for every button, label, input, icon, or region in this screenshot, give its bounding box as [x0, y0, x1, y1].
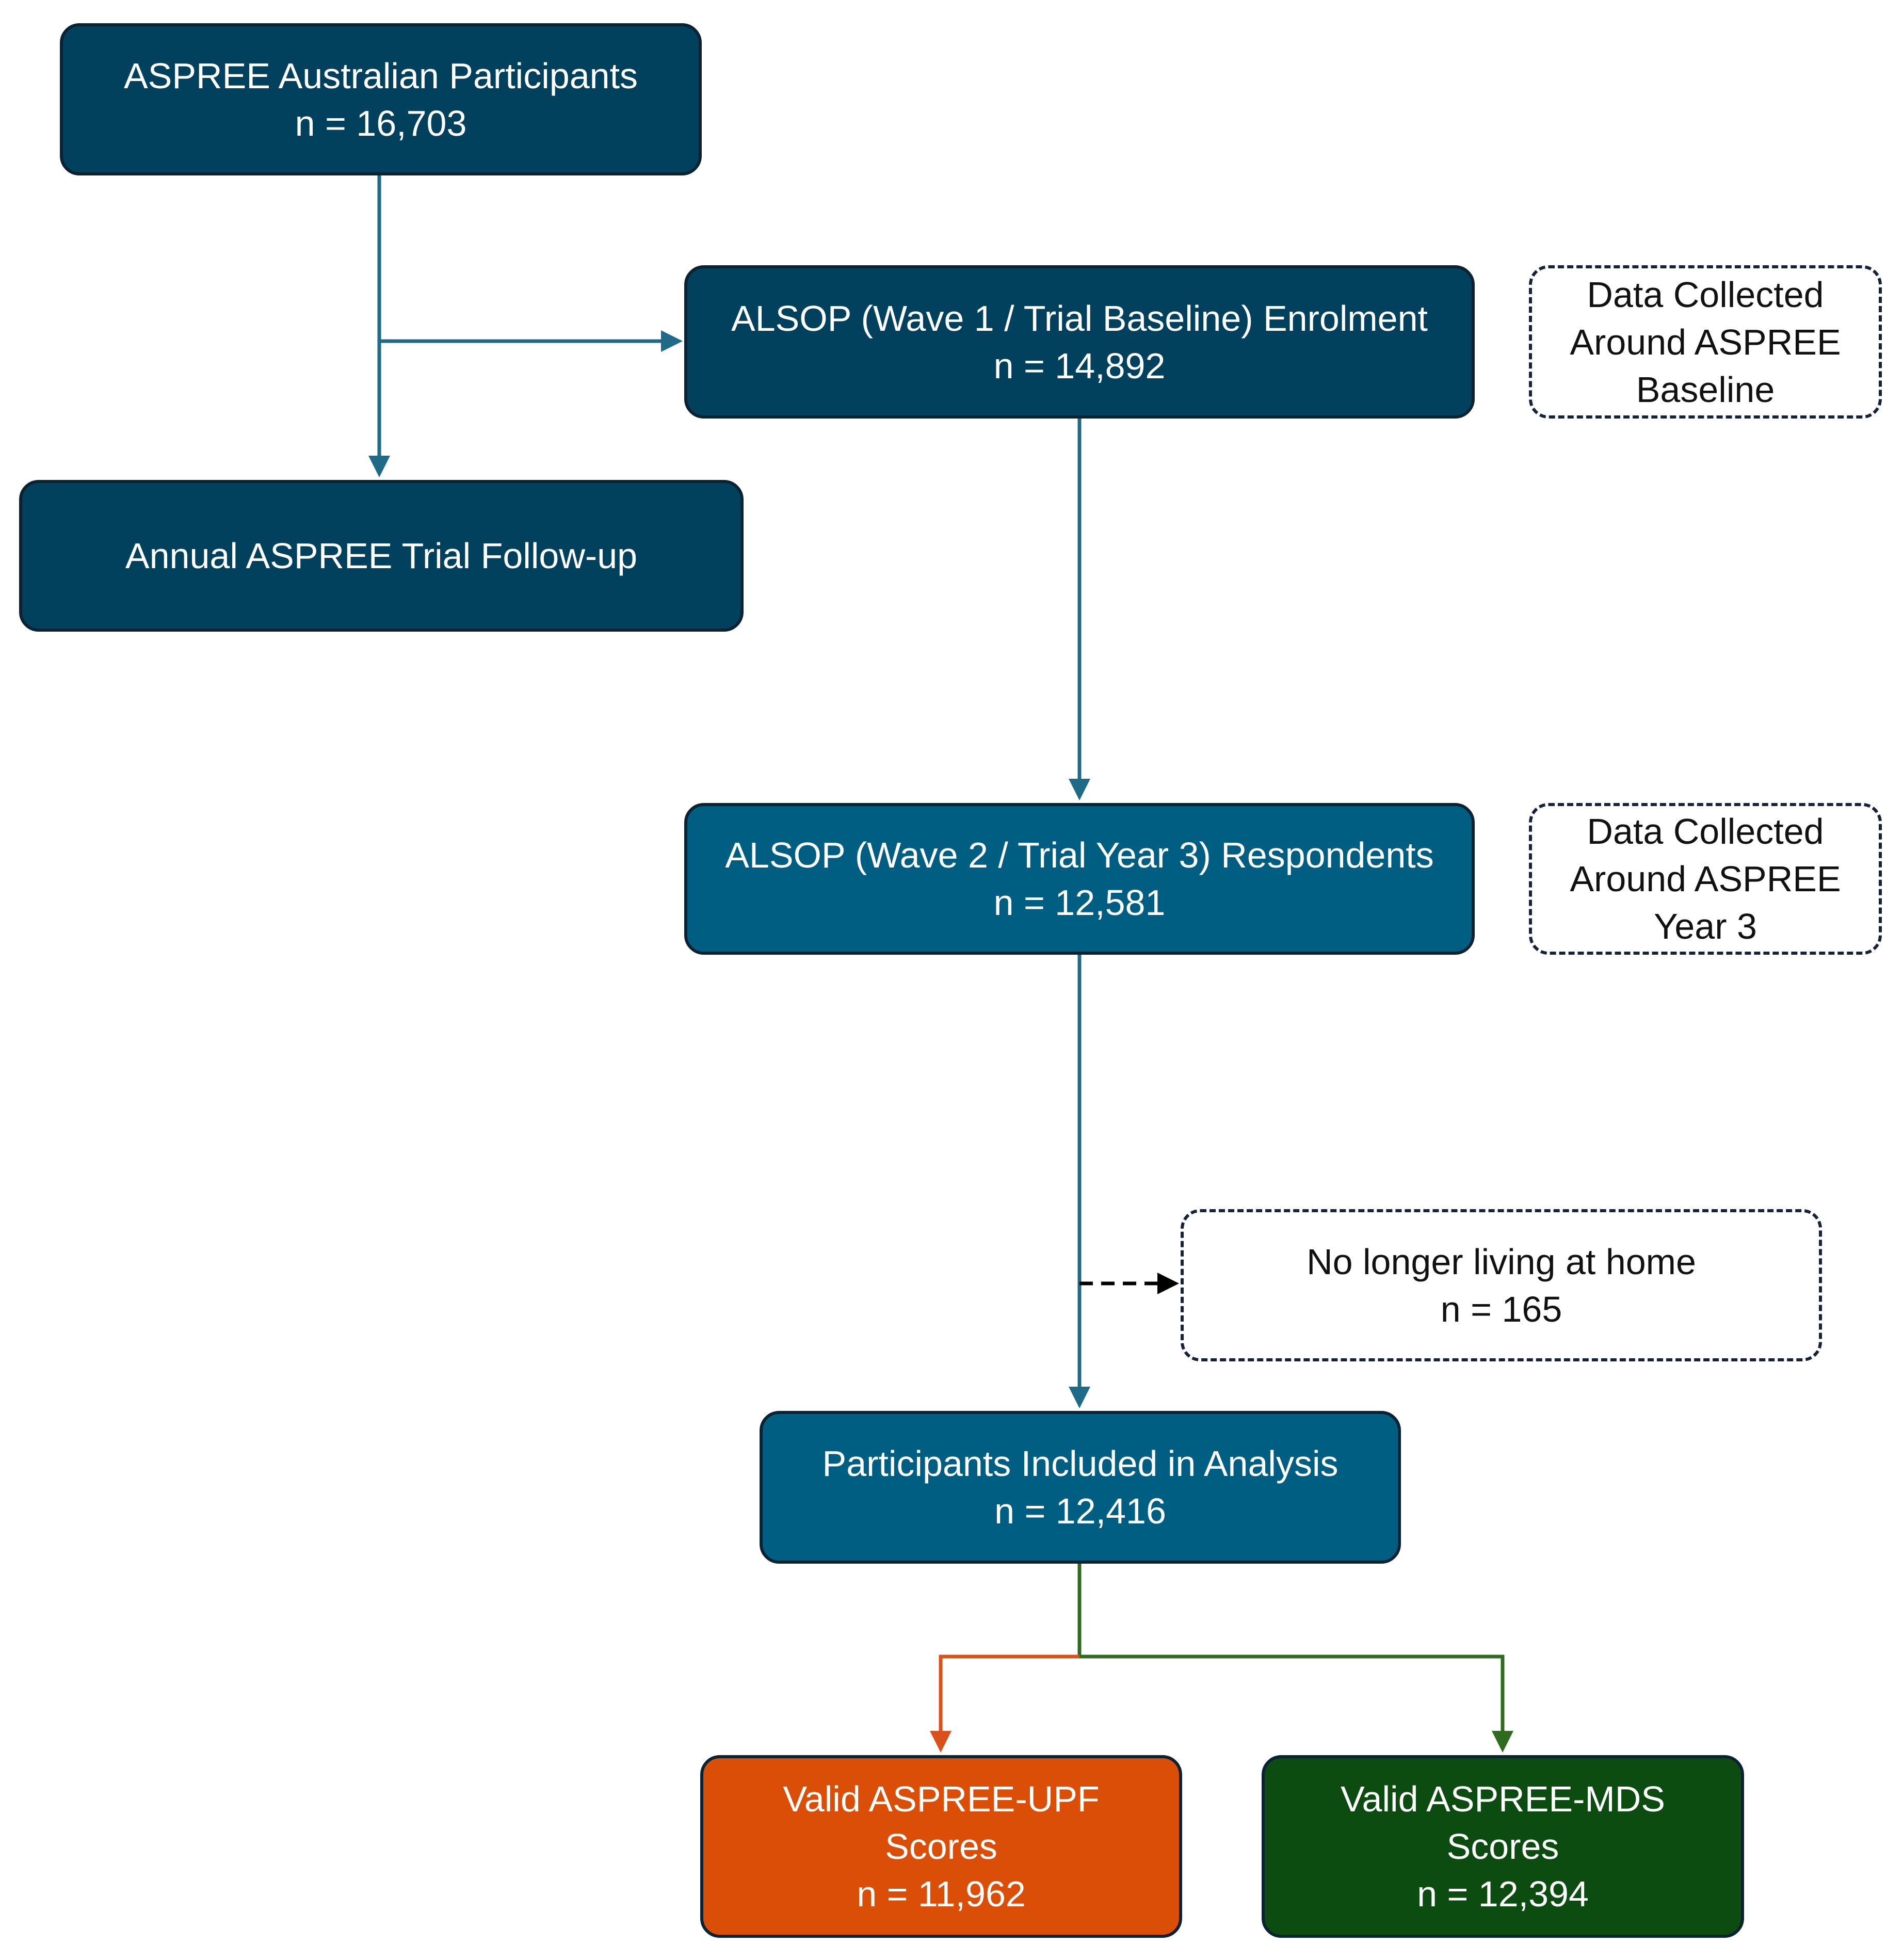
- note-line: Baseline: [1636, 369, 1775, 410]
- box-count: n = 16,703: [295, 103, 467, 143]
- note-line: Around ASPREE: [1570, 859, 1841, 899]
- note-line: Data Collected: [1587, 811, 1824, 852]
- mds-scores-box: Valid ASPREE-MDS Scores n = 12,394: [1262, 1755, 1744, 1938]
- year3-note-box: Data Collected Around ASPREE Year 3: [1529, 803, 1882, 955]
- box-count: n = 14,892: [993, 345, 1166, 386]
- note-line: Year 3: [1654, 906, 1757, 946]
- box-line: ALSOP (Wave 2 / Trial Year 3) Respondent…: [725, 835, 1434, 875]
- connector-to-mds: [1079, 1654, 1513, 1753]
- box-count: n = 12,394: [1417, 1874, 1589, 1914]
- upf-scores-box: Valid ASPREE-UPF Scores n = 11,962: [700, 1755, 1182, 1938]
- box-count: n = 12,581: [993, 882, 1166, 923]
- annual-follow-up-box: Annual ASPREE Trial Follow-up: [19, 480, 744, 632]
- note-line: Data Collected: [1587, 274, 1824, 315]
- box-line: Annual ASPREE Trial Follow-up: [125, 536, 638, 576]
- aspree-participants-box: ASPREE Australian Participants n = 16,70…: [60, 23, 702, 175]
- box-line: ASPREE Australian Participants: [123, 55, 638, 96]
- box-line: Valid ASPREE-MDS: [1341, 1779, 1665, 1819]
- box-line: ALSOP (Wave 1 / Trial Baseline) Enrolmen…: [731, 298, 1428, 339]
- excluded-box: No longer living at home n = 165: [1181, 1209, 1822, 1361]
- box-count: n = 165: [1440, 1289, 1562, 1329]
- wave2-respondents-box: ALSOP (Wave 2 / Trial Year 3) Respondent…: [684, 803, 1475, 955]
- connector-to-upf: [930, 1654, 1079, 1753]
- box-line: Participants Included in Analysis: [822, 1443, 1338, 1484]
- box-line: No longer living at home: [1307, 1241, 1696, 1282]
- included-analysis-box: Participants Included in Analysis n = 12…: [760, 1411, 1401, 1564]
- box-line: Valid ASPREE-UPF: [783, 1779, 1100, 1819]
- box-count: n = 12,416: [994, 1491, 1166, 1531]
- box-count: n = 11,962: [857, 1874, 1026, 1914]
- box-line: Scores: [885, 1826, 997, 1867]
- note-line: Around ASPREE: [1570, 322, 1841, 362]
- box-line: Scores: [1446, 1826, 1559, 1867]
- baseline-note-box: Data Collected Around ASPREE Baseline: [1529, 265, 1882, 419]
- wave1-enrolment-box: ALSOP (Wave 1 / Trial Baseline) Enrolmen…: [684, 265, 1475, 419]
